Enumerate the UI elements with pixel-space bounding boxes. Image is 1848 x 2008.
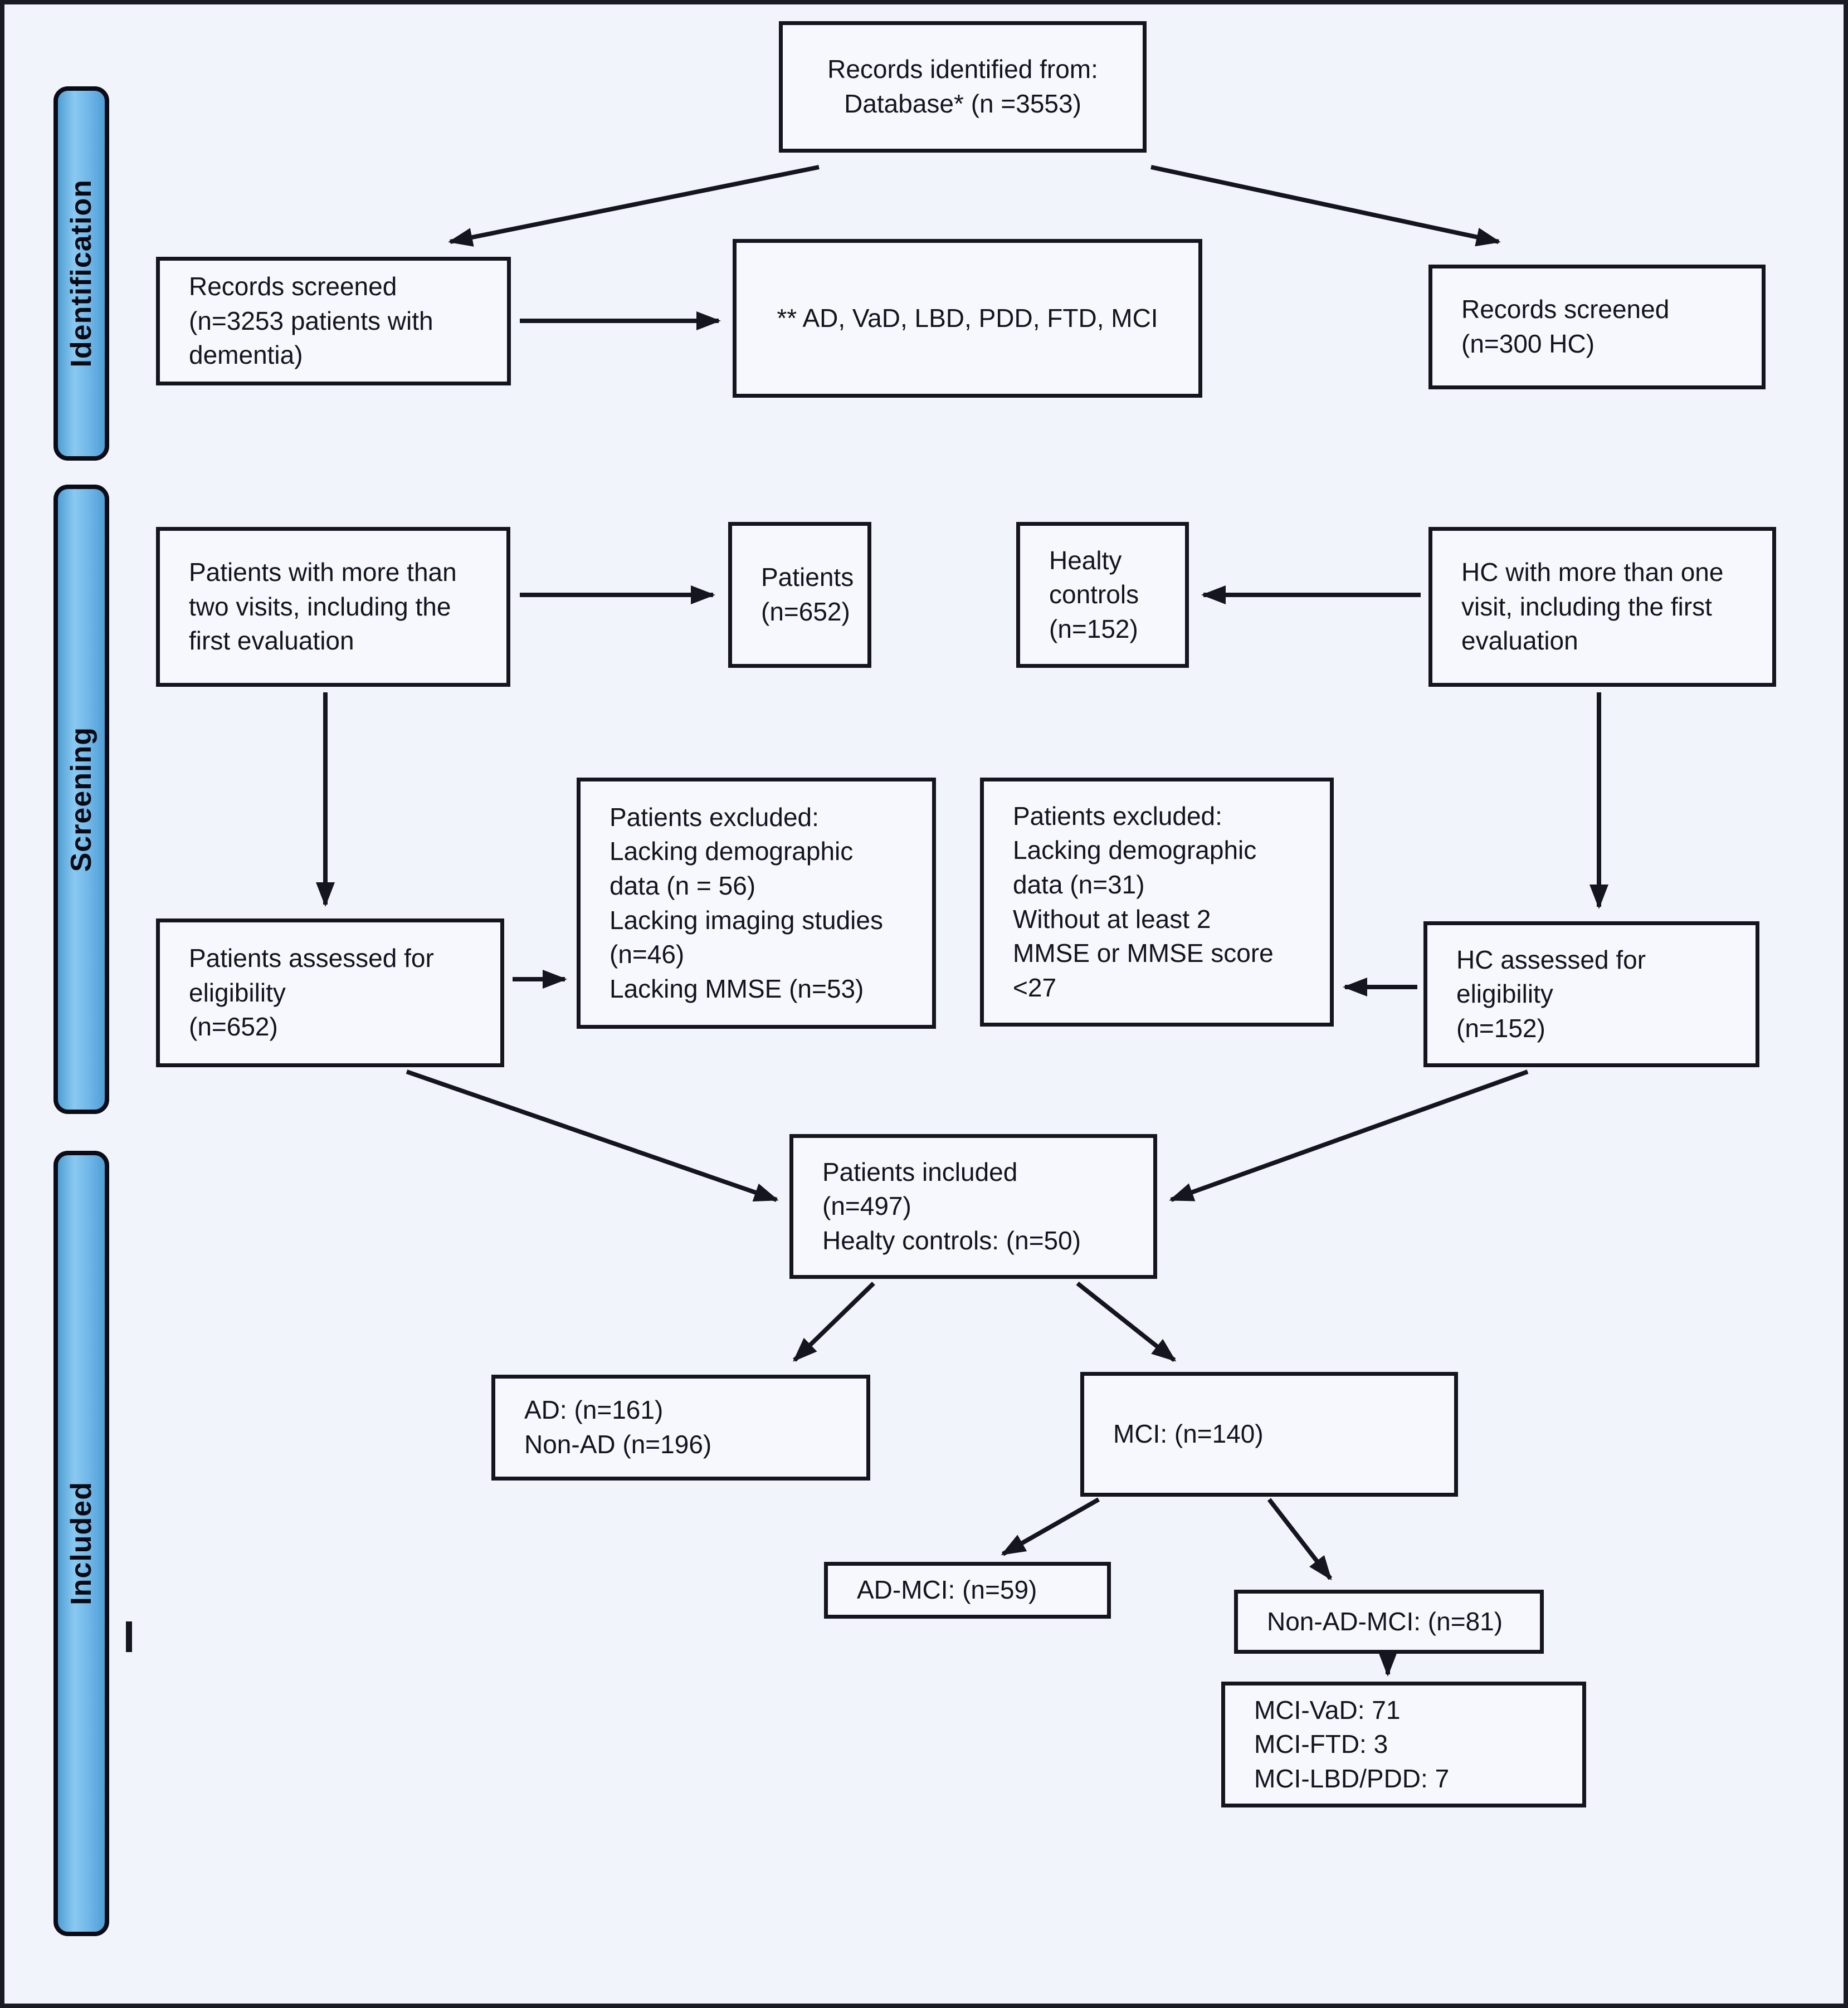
box-mci-subtypes: MCI-VaD: 71 MCI-FTD: 3 MCI-LBD/PDD: 7 [1221, 1682, 1586, 1807]
box-mci: MCI: (n=140) [1080, 1372, 1458, 1497]
box-patients-excluded-demographic: Patients excluded: Lacking demographic d… [577, 778, 936, 1029]
stray-tick-mark [126, 1621, 132, 1652]
box-patients-excluded-mmse: Patients excluded: Lacking demographic d… [980, 778, 1334, 1027]
arrow-assessed-to-included [406, 1069, 779, 1202]
box-records-identified: Records identified from: Database* (n =3… [779, 21, 1147, 153]
stage-bar-screening: Screening [53, 485, 109, 1114]
arrow-included-to-ad [793, 1282, 875, 1362]
box-records-screened-hc: Records screened (n=300 HC) [1428, 265, 1766, 389]
box-hc-visits: HC with more than one visit, including t… [1428, 527, 1776, 687]
arrow-mci-to-nonadmci [1267, 1498, 1333, 1581]
box-healthy-controls-n152: Healty controls (n=152) [1016, 522, 1189, 668]
box-records-screened-dementia: Records screened (n=3253 patients with d… [156, 257, 511, 385]
box-patients-n652: Patients (n=652) [728, 522, 871, 668]
arrow-identified-to-dementia [448, 165, 820, 247]
box-hc-assessed: HC assessed for eligibility (n=152) [1423, 921, 1759, 1067]
box-patients-assessed: Patients assessed for eligibility (n=652… [156, 918, 504, 1067]
arrow-hcassessed-to-included [1169, 1069, 1529, 1202]
box-ad-nonad: AD: (n=161) Non-AD (n=196) [491, 1375, 870, 1481]
stage-label-included: Included [65, 1482, 97, 1605]
stage-label-screening: Screening [65, 726, 97, 872]
stage-bar-included: Included [53, 1151, 109, 1936]
box-patients-included: Patients included (n=497) Healty control… [789, 1134, 1157, 1279]
arrow-mci-to-admci [1001, 1497, 1100, 1556]
stage-label-identification: Identification [65, 179, 97, 368]
stage-bar-identification: Identification [53, 86, 109, 461]
box-patients-visits: Patients with more than two visits, incl… [156, 527, 510, 687]
box-diagnoses-note: ** AD, VaD, LBD, PDD, FTD, MCI [733, 239, 1202, 398]
arrow-identified-to-hc [1150, 165, 1501, 247]
box-non-ad-mci: Non-AD-MCI: (n=81) [1234, 1590, 1544, 1654]
box-ad-mci: AD-MCI: (n=59) [824, 1562, 1111, 1619]
arrow-included-to-mci [1076, 1281, 1177, 1362]
